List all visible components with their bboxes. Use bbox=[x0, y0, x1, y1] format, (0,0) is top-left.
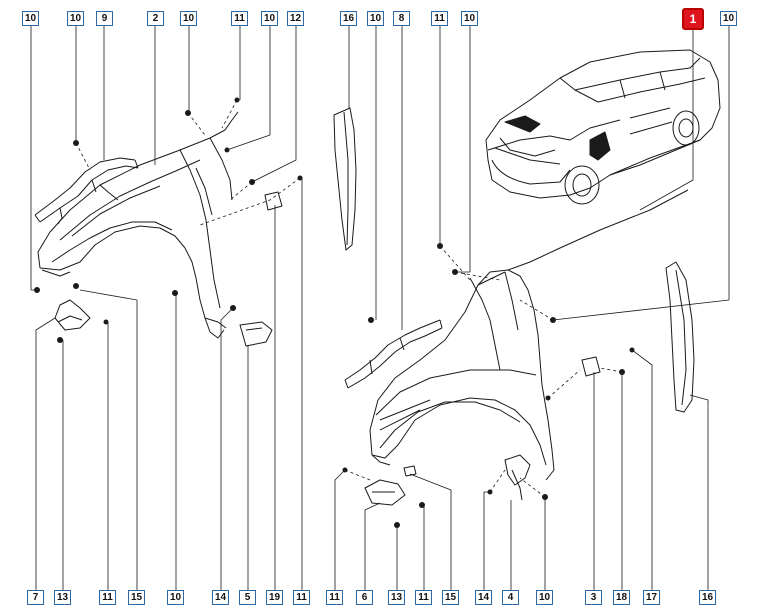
callout-top-8: 12 bbox=[287, 11, 304, 26]
callout-bottom-21: 16 bbox=[699, 590, 716, 605]
callout-top-11: 8 bbox=[393, 11, 410, 26]
callout-bottom-18: 3 bbox=[585, 590, 602, 605]
callout-bottom-11: 6 bbox=[356, 590, 373, 605]
callout-bottom-12: 13 bbox=[388, 590, 405, 605]
callout-top-7: 10 bbox=[261, 11, 278, 26]
right-fender-outline bbox=[369, 189, 689, 501]
left-fender-outline bbox=[37, 111, 239, 339]
callout-top-14-highlighted: 1 bbox=[682, 8, 704, 30]
callout-top-9: 16 bbox=[340, 11, 357, 26]
callout-top-1: 10 bbox=[22, 11, 39, 26]
callout-bottom-16: 4 bbox=[502, 590, 519, 605]
trim-strip-right-outline bbox=[665, 261, 695, 413]
callout-bottom-10: 11 bbox=[326, 590, 343, 605]
callout-bottom-8: 19 bbox=[266, 590, 283, 605]
callout-bottom-1: 7 bbox=[27, 590, 44, 605]
callout-top-10: 10 bbox=[367, 11, 384, 26]
callout-top-4: 2 bbox=[147, 11, 164, 26]
right-bracket-outline bbox=[344, 319, 443, 389]
callout-bottom-20: 17 bbox=[643, 590, 660, 605]
callout-top-3: 9 bbox=[96, 11, 113, 26]
trim-strip-left-outline bbox=[333, 107, 357, 251]
callout-top-15: 10 bbox=[720, 11, 737, 26]
callout-bottom-15: 14 bbox=[475, 590, 492, 605]
callout-bottom-4: 15 bbox=[128, 590, 145, 605]
callout-bottom-5: 10 bbox=[167, 590, 184, 605]
callout-top-2: 10 bbox=[67, 11, 84, 26]
callout-top-6: 11 bbox=[231, 11, 248, 26]
callout-bottom-6: 14 bbox=[212, 590, 229, 605]
callout-bottom-7: 5 bbox=[239, 590, 256, 605]
callout-bottom-9: 11 bbox=[293, 590, 310, 605]
callout-bottom-17: 10 bbox=[536, 590, 553, 605]
callout-top-5: 10 bbox=[180, 11, 197, 26]
callout-bottom-2: 13 bbox=[54, 590, 71, 605]
leader-lines bbox=[30, 26, 730, 590]
callout-bottom-3: 11 bbox=[99, 590, 116, 605]
callout-bottom-13: 11 bbox=[415, 590, 432, 605]
callout-bottom-19: 18 bbox=[613, 590, 630, 605]
left-bracket-outline bbox=[34, 157, 139, 225]
callout-bottom-14: 15 bbox=[442, 590, 459, 605]
callout-top-12: 11 bbox=[431, 11, 448, 26]
callout-top-13: 10 bbox=[461, 11, 478, 26]
vehicle-illustration bbox=[485, 49, 721, 205]
assembly-guides bbox=[75, 99, 623, 498]
